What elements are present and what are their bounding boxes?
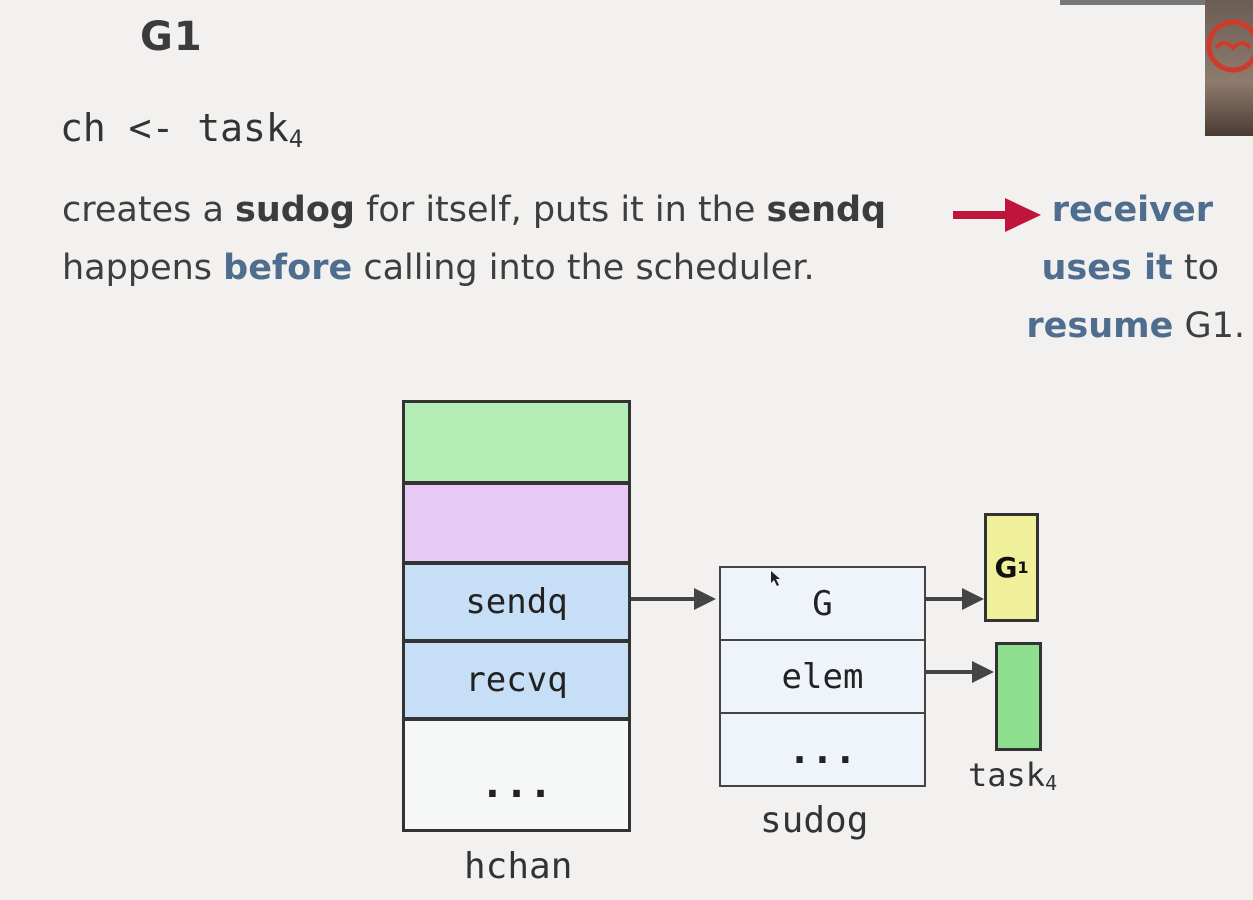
hchan-lock-cell (405, 485, 628, 561)
code-subscript: 4 (288, 125, 304, 153)
task4-text: task (968, 756, 1046, 794)
note-g1: G1. (1173, 306, 1245, 346)
desc2-before: before (223, 248, 353, 288)
overlay-bar (1060, 0, 1210, 5)
note-resume: resume (1026, 306, 1174, 346)
description-line-2: happens before calling into the schedule… (62, 248, 815, 288)
note-uses-it: uses it (1041, 248, 1173, 288)
hchan-more-cell: ... (405, 721, 628, 829)
task4-box (995, 642, 1042, 751)
red-right-arrow-icon (953, 198, 1041, 232)
sudog-label: sudog (760, 800, 869, 841)
elem-to-task4-arrow (926, 661, 994, 683)
sudog-elem-cell: elem (721, 641, 924, 712)
sudog-more-cell: ... (721, 714, 924, 785)
hchan-buffer-cell (405, 403, 628, 481)
sudog-struct: G elem ... (719, 566, 926, 787)
note-line-2: uses it to (1042, 248, 1220, 288)
hchan-struct: sendq recvq ... (402, 400, 631, 832)
desc1-sendq: sendq (766, 190, 887, 230)
code-line: ch <- task4 (60, 106, 303, 153)
hchan-label: hchan (464, 846, 573, 887)
task4-subscript: 4 (1045, 771, 1058, 795)
task4-label: task4 (968, 756, 1057, 795)
g1-text: G (994, 551, 1018, 584)
note-line-3: resume G1. (1026, 306, 1245, 346)
code-text: ch <- task (60, 106, 289, 150)
mouse-cursor-icon (771, 571, 780, 586)
desc1-pre: creates a (62, 190, 236, 230)
note-to: to (1172, 248, 1219, 288)
sudog-g-cell: G (721, 568, 924, 639)
hchan-sendq-cell: sendq (405, 565, 628, 639)
logo-icon (1206, 19, 1253, 73)
sendq-to-sudog-arrow (631, 588, 716, 610)
hchan-recvq-cell: recvq (405, 643, 628, 717)
desc2-post: calling into the scheduler. (352, 248, 815, 288)
slide-title: G1 (140, 14, 203, 60)
g-to-g1-arrow (926, 588, 984, 610)
note-line-1: receiver (1051, 190, 1213, 230)
desc1-sudog: sudog (235, 190, 355, 230)
desc1-mid: for itself, puts it in the (354, 190, 767, 230)
description-line-1: creates a sudog for itself, puts it in t… (62, 190, 886, 230)
g1-subscript: 1 (1017, 558, 1029, 577)
desc2-pre: happens (62, 248, 224, 288)
